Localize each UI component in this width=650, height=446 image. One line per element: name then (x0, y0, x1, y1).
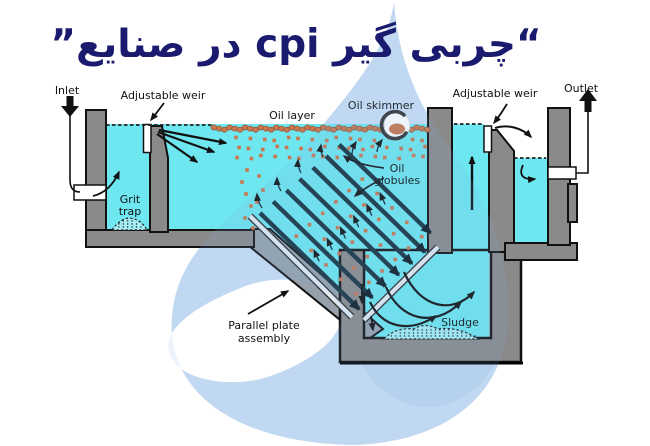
droplet-white-swirl (168, 279, 341, 383)
weir-plate-right (483, 125, 493, 153)
pit-swoosh-3 (402, 271, 476, 307)
adjustable-weir-right-label: Adjustable weir (453, 87, 538, 100)
parallel-plate-label-2: assembly (238, 332, 291, 345)
fan-arrow-2 (157, 130, 216, 154)
grit-trap-label-2: trap (119, 205, 142, 218)
water-region (106, 124, 548, 338)
left-outer-wall (85, 109, 107, 233)
middle-baffle-wall (427, 107, 453, 254)
oil-globules-label-2: globules (374, 174, 421, 187)
outlet-pipe-line (576, 112, 589, 174)
outlet-arrow-head (579, 89, 597, 101)
diagram-labels: Inlet Adjustable weir Oil layer Oil skim… (55, 82, 599, 345)
fan-arrow-1 (158, 128, 228, 146)
inlet-pipe-line (69, 116, 81, 193)
overflow-arrow (494, 125, 533, 139)
grit-divider-wall (149, 125, 169, 233)
left-floor (85, 229, 255, 248)
sludge-mound (382, 324, 481, 340)
parallel-plate-label-1: Parallel plate (228, 319, 300, 332)
outlet-pipe-opening (547, 166, 577, 180)
settle-arrow-2 (368, 315, 376, 332)
inlet-label: Inlet (55, 84, 80, 97)
inlet-arrow-head (61, 106, 79, 117)
weir-pointer-left (150, 102, 165, 122)
outlet-column-step (567, 183, 578, 223)
water-surface-lines (106, 123, 546, 159)
weirs-and-pipes (73, 123, 577, 201)
outlet-chamber-water (513, 158, 548, 243)
right-weir-wall (488, 129, 515, 253)
fan-arrow-3 (156, 133, 199, 163)
inlet-pipe-opening (73, 184, 107, 201)
outlet-arrow-stem (584, 101, 592, 112)
oil-skimmer-glyph (379, 109, 411, 141)
grit-rise-arrow (92, 170, 120, 197)
oil-globules-label-1: Oil (390, 162, 405, 175)
main-water (106, 124, 489, 338)
assembly-pointer (247, 290, 290, 315)
flow-arrows (69, 102, 589, 332)
oil-layer-label: Oil layer (269, 109, 315, 122)
weir-plate-left (142, 123, 152, 154)
sediment-mounds (110, 217, 481, 340)
globules-pointer-2 (353, 177, 385, 197)
adjustable-weir-left-label: Adjustable weir (121, 89, 206, 102)
pit-swoosh-2 (384, 286, 463, 319)
io-arrows (61, 89, 597, 117)
slide-title: “چربی گیر cpi در صنایع” (50, 21, 541, 67)
rising-oil-arrows (254, 138, 387, 262)
globules-pointer-1 (342, 155, 385, 169)
oil-skimmer-label: Oil skimmer (348, 99, 415, 112)
weir-pointer-right (493, 103, 508, 125)
grit-trap-label-1: Grit (120, 193, 141, 206)
sludge-label: Sludge (441, 316, 479, 329)
outlet-base-block (504, 242, 578, 261)
outlet-label: Outlet (564, 82, 599, 95)
grit-mound (110, 217, 149, 231)
inlet-arrow-stem (66, 96, 74, 106)
outlet-chamber-arrow (520, 164, 537, 184)
parallel-plate-pack (247, 143, 441, 323)
mound-dot-texture (118, 220, 476, 337)
pit-swoosh-1 (369, 301, 438, 328)
basin-walls (85, 107, 578, 261)
